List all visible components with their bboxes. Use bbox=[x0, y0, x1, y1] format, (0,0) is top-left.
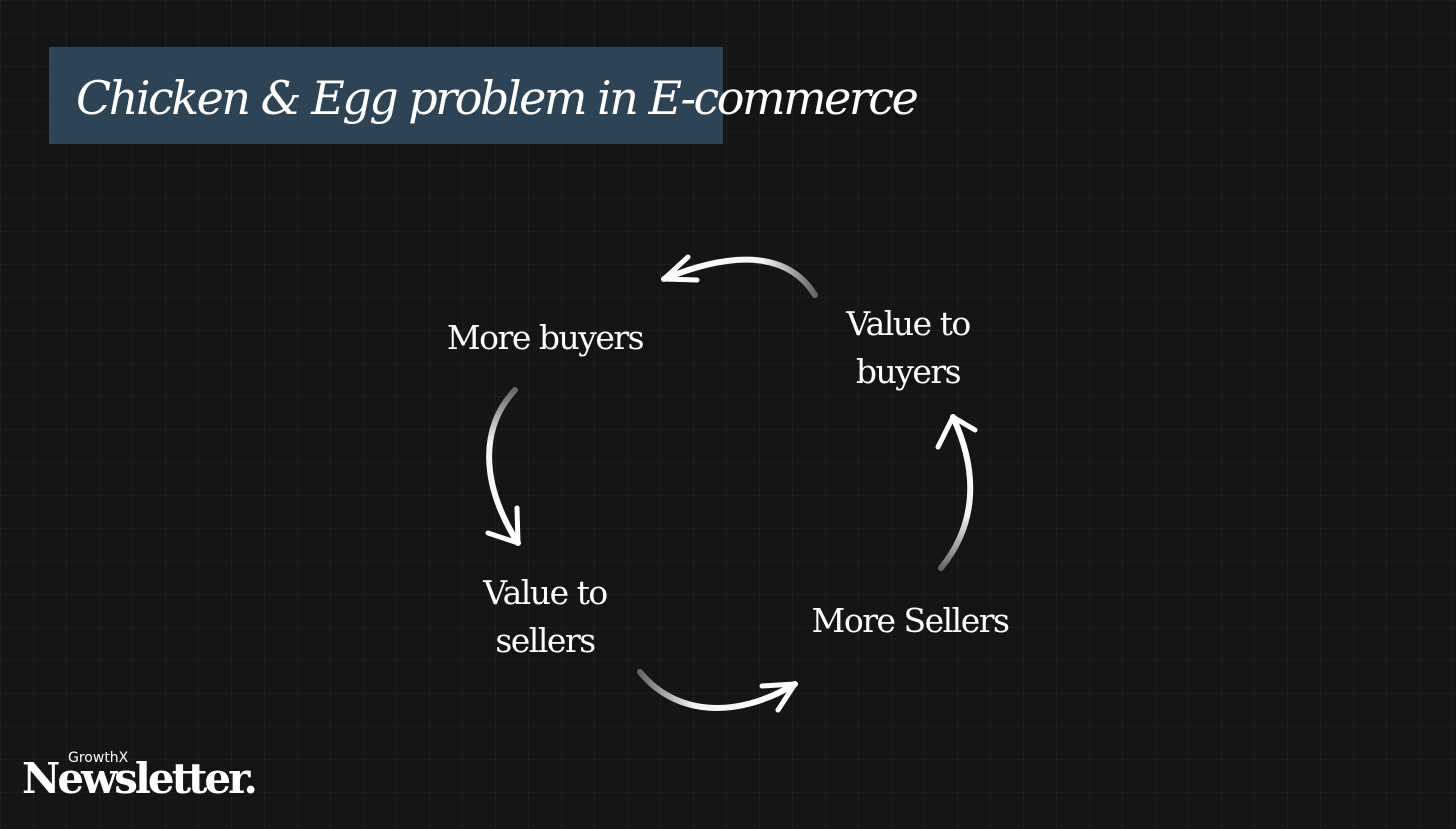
arrow-more-sellers-to-value-to-buyers bbox=[935, 414, 978, 571]
node-more-sellers-text: More Sellers bbox=[811, 601, 1010, 640]
arrow-value-to-buyers-to-more-buyers bbox=[661, 254, 818, 298]
page-title: Chicken & Egg problem in E-commerce bbox=[76, 71, 919, 125]
node-more-sellers: More Sellers bbox=[800, 597, 1020, 645]
node-value-to-buyers-line-1: Value to bbox=[846, 304, 971, 343]
brand-logo: GrowthX Newsletter. bbox=[22, 748, 282, 808]
node-value-to-buyers-line-2: buyers bbox=[855, 352, 962, 391]
brand-logo-main: Newsletter. bbox=[22, 754, 258, 803]
node-value-to-sellers-line-2: sellers bbox=[495, 621, 596, 660]
arrow-value-to-sellers-to-more-sellers bbox=[637, 669, 798, 713]
node-value-to-sellers: Value to sellers bbox=[460, 569, 630, 665]
node-more-buyers-text: More buyers bbox=[446, 318, 645, 357]
node-value-to-buyers: Value to buyers bbox=[820, 300, 996, 396]
arrow-more-buyers-to-value-to-sellers bbox=[485, 387, 521, 546]
brand-logo-top: GrowthX bbox=[68, 750, 129, 766]
title-banner bbox=[49, 47, 723, 144]
node-more-buyers: More buyers bbox=[430, 314, 660, 362]
node-value-to-sellers-line-1: Value to bbox=[483, 573, 608, 612]
